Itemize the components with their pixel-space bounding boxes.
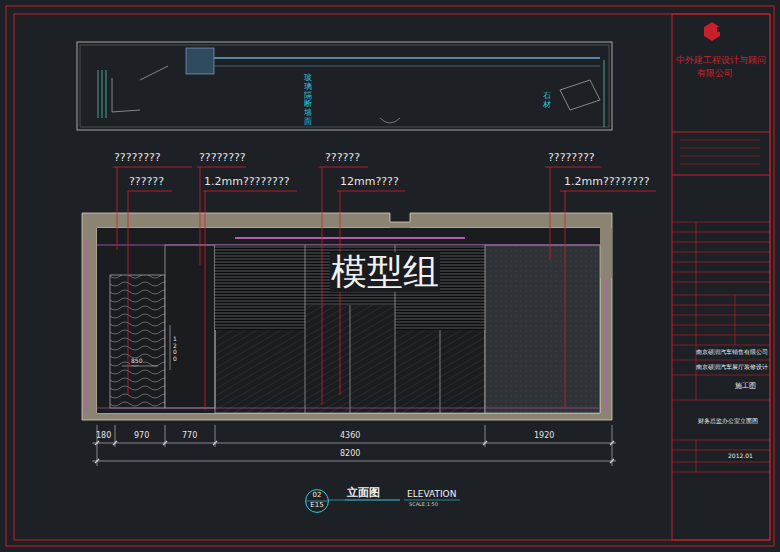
annotation-text: 施工图 bbox=[735, 383, 756, 391]
annotation-text: 中外建工程设计与顾问 bbox=[676, 56, 766, 66]
dimension-text: 4360 bbox=[340, 432, 360, 441]
dimension-text: 770 bbox=[182, 432, 197, 441]
annotation-text: 玻璃隔断墙面 bbox=[304, 74, 312, 127]
annotation-text: ???????? bbox=[114, 152, 161, 164]
index-circle: 02E15 bbox=[305, 489, 329, 513]
annotation-text: 有限公司 bbox=[697, 69, 733, 79]
dimension-text: 970 bbox=[134, 432, 149, 441]
annotation-text: 12mm???? bbox=[340, 176, 399, 188]
detail-number: 02 bbox=[305, 492, 329, 499]
annotation-text: ?????? bbox=[129, 176, 164, 188]
dimension-text: 180 bbox=[96, 432, 111, 441]
annotation-text: 南京硕润汽车展厅装修设计 bbox=[696, 364, 768, 370]
annotation-text: 2012.01 bbox=[728, 453, 753, 460]
annotation-text: 立面图 bbox=[347, 487, 380, 499]
annotation-text: ELEVATION bbox=[407, 490, 456, 500]
annotation-text: 南京硕润汽车销售有限公司 bbox=[696, 349, 768, 355]
annotation-text: ?????? bbox=[325, 152, 360, 164]
dimension-text: 1200 bbox=[172, 336, 180, 362]
annotation-text: SCALE:1:50 bbox=[409, 502, 438, 508]
annotation-text: ???????? bbox=[199, 152, 246, 164]
dimension-text: 1920 bbox=[534, 432, 554, 441]
annotation-text: 财务总监办公室立面图 bbox=[698, 418, 758, 424]
sheet-number: E15 bbox=[305, 502, 329, 509]
annotation-text: ???????? bbox=[548, 152, 595, 164]
dimension-text: 850 bbox=[130, 358, 143, 365]
annotation-text: 石材 bbox=[543, 92, 551, 110]
annotation-text: 1.2mm???????? bbox=[564, 176, 650, 188]
annotation-text: 1.2mm???????? bbox=[204, 176, 290, 188]
dimension-text: 8200 bbox=[340, 450, 360, 459]
watermark: 模型组 bbox=[330, 252, 440, 292]
